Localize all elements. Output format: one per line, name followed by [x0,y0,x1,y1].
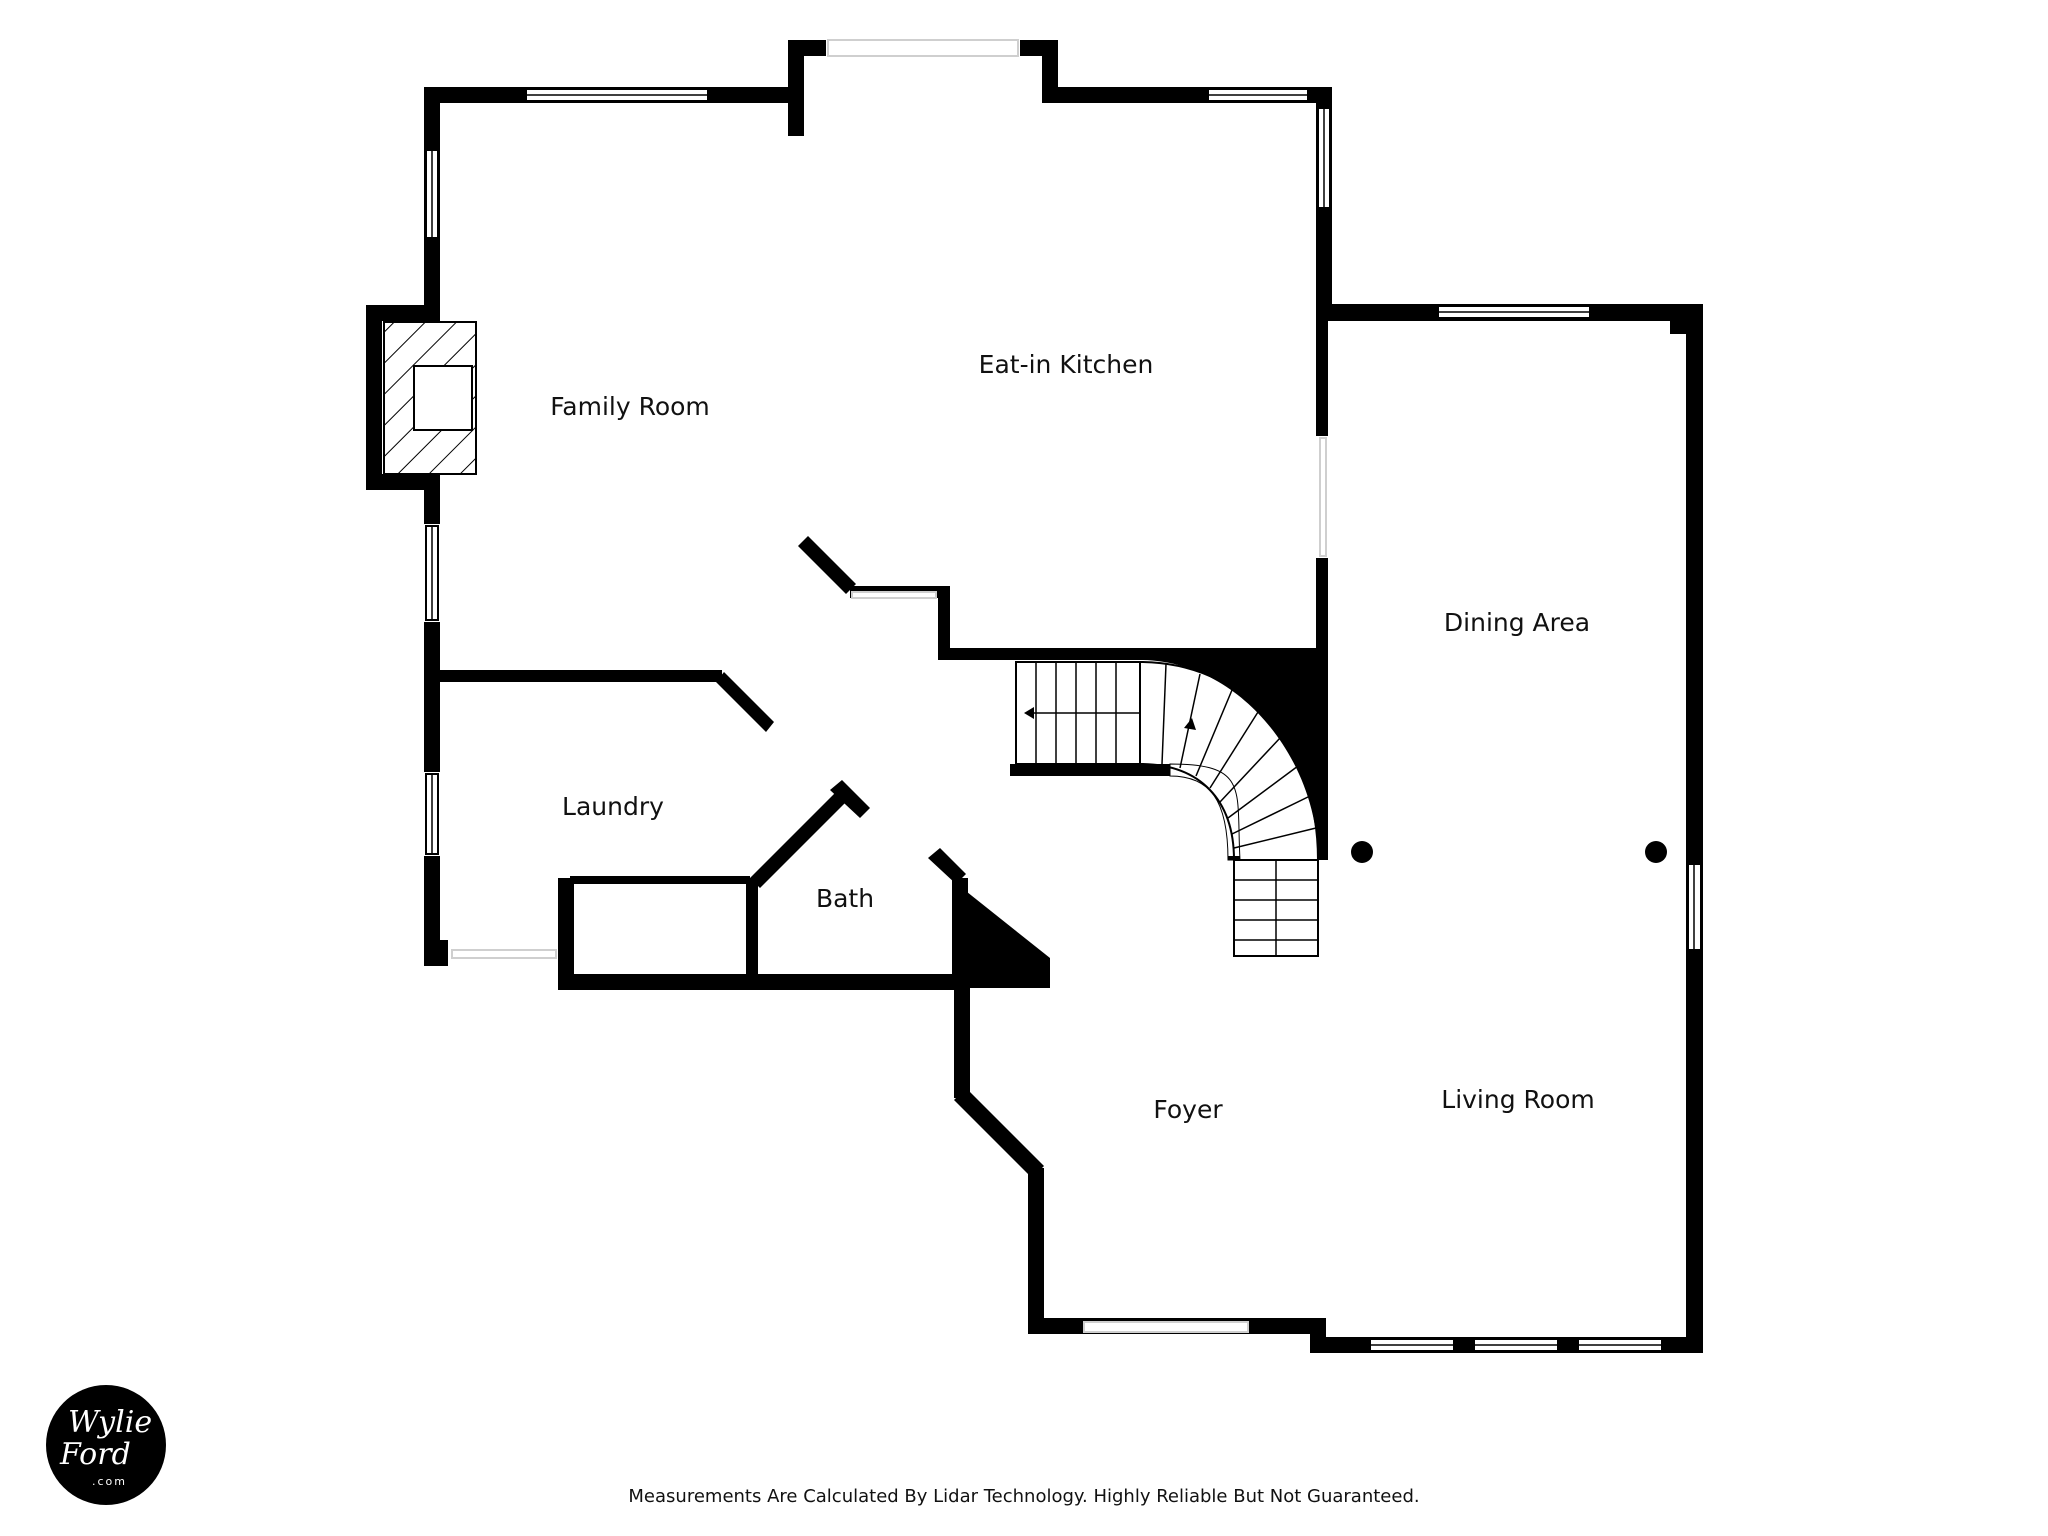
wall [830,780,870,818]
window [1577,1338,1663,1352]
wall [746,878,758,990]
wall [1028,1168,1044,1334]
wall [558,878,574,990]
room-label-bath: Bath [816,884,874,913]
wall [952,880,1050,988]
window [1687,863,1702,951]
column [1645,841,1667,863]
wall [366,474,440,490]
wall [798,536,856,594]
room-label-dining-area: Dining Area [1444,608,1590,637]
wall [366,305,382,490]
wall [558,974,968,990]
wall [750,792,846,888]
wall [424,622,440,772]
room-label-foyer: Foyer [1153,1095,1223,1124]
room-label-living-room: Living Room [1441,1085,1594,1114]
wall [954,1088,1044,1178]
wall [928,848,966,884]
opening [1083,1321,1249,1333]
wall [570,876,750,884]
wall [788,40,804,136]
wall [1670,304,1702,334]
opening [451,949,557,959]
window [1369,1338,1455,1352]
wall [954,980,970,1098]
logo-line: Ford [60,1437,131,1472]
wall [366,305,440,321]
wall [1686,304,1703,1353]
window [1207,88,1309,102]
column [1351,841,1373,863]
wall [938,648,1328,660]
fireplace [383,321,477,475]
wall [716,672,774,732]
window [1317,107,1331,209]
wall [788,40,826,56]
opening [827,39,1019,57]
room-label-laundry: Laundry [562,792,664,821]
wall [938,586,950,660]
window [425,773,439,855]
window [1437,305,1591,319]
wall [1316,558,1328,658]
room-label-family-room: Family Room [550,392,710,421]
wall [1140,660,1328,860]
interior-walls [432,316,1328,990]
opening [851,591,937,599]
logo-line: .com [92,1475,127,1488]
window [1473,1338,1559,1352]
disclaimer-text: Measurements Are Calculated By Lidar Tec… [628,1486,1420,1507]
wall [432,670,722,682]
arrow-icon [1024,707,1034,719]
windows [425,88,1702,1352]
room-label-eat-in-kitchen: Eat-in Kitchen [979,350,1154,379]
openings [451,39,1327,1333]
wall [424,856,440,966]
wall [424,940,448,966]
logo-line: Wylie [68,1405,153,1440]
window [425,525,439,621]
staircase [1010,661,1319,957]
wall [1316,316,1328,436]
window [425,149,439,239]
opening [1319,437,1327,557]
brand-logo: Wylie Ford .com [46,1385,166,1505]
window [525,88,709,102]
arrow-icon [1184,718,1196,730]
wall [424,474,440,524]
